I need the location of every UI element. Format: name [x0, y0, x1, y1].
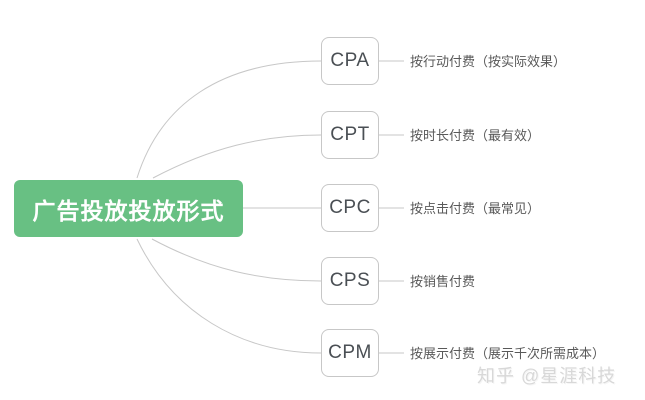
topic-node-cpc[interactable]: CPC [321, 184, 379, 232]
edge-root-cpt [152, 134, 322, 179]
topic-node-cpm[interactable]: CPM [321, 329, 379, 377]
edge-root-cps [151, 238, 322, 282]
watermark-text: 知乎 @星涯科技 [477, 366, 617, 386]
subtopic-cpm-description[interactable]: 按展示付费（展示千次所需成本） [410, 346, 606, 361]
topic-node-cpt[interactable]: CPT [321, 111, 379, 159]
edge-root-cpm [136, 238, 322, 354]
topic-node-cps[interactable]: CPS [321, 257, 379, 305]
subtopic-cpt-description[interactable]: 按时长付费（最有效） [410, 128, 541, 143]
topic-node-cpa[interactable]: CPA [321, 37, 379, 85]
subtopic-cpa-description[interactable]: 按行动付费（按实际效果） [410, 54, 567, 69]
subtopic-cps-description[interactable]: 按销售付费 [410, 274, 476, 289]
edge-root-cpa [136, 60, 322, 179]
subtopic-cpc-description[interactable]: 按点击付费（最常见） [410, 201, 541, 216]
root-node[interactable]: 广告投放投放形式 [14, 180, 243, 237]
